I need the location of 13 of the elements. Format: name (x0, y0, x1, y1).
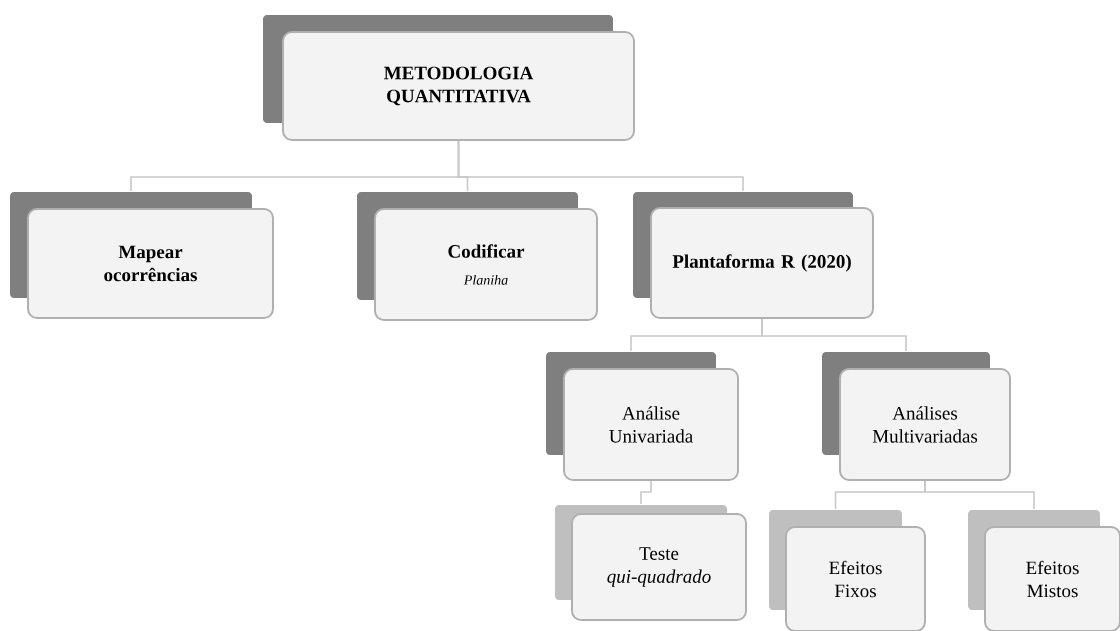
hierarchy-box: Mapear ocorrências (10, 192, 274, 319)
hierarchy-box: METODOLOGIA QUANTITATIVA (263, 15, 635, 141)
connector-line (924, 480, 1035, 510)
hierarchy-box: Plantaforma R (2020) (633, 192, 874, 319)
hierarchy-box: Análise Univariada (546, 352, 739, 481)
hierarchy-box: Efeitos Fixos (769, 510, 926, 631)
connector-line (761, 318, 907, 352)
connector-line (457, 140, 744, 192)
connector-line (640, 480, 652, 505)
hierarchy-box: Análises Multivariadas (822, 352, 1011, 481)
hierarchy-box: Codificar Planiha (357, 192, 598, 321)
hierarchy-box: Efeitos Mistos (968, 510, 1120, 631)
hierarchy-box: Teste qui-quadrado (555, 505, 747, 621)
